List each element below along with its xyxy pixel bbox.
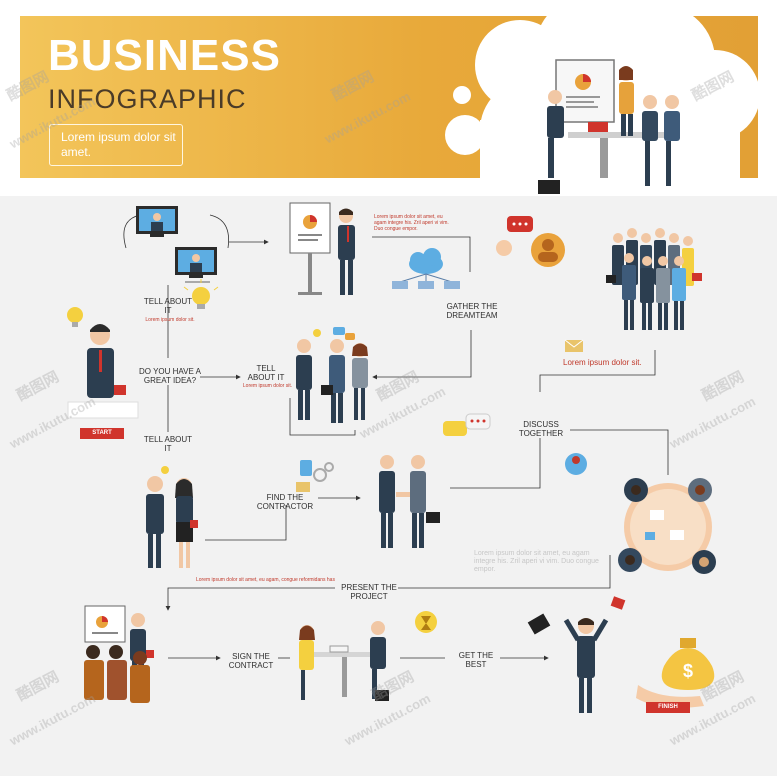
tell-about-it-top-note: Lorem ipsum dolor sit.	[145, 317, 195, 323]
presentation-board	[555, 59, 615, 123]
page-title: BUSINESS	[48, 31, 281, 80]
present-project-label: PRESENT THE PROJECT	[341, 583, 397, 601]
presenter-flipchart-figure	[289, 202, 355, 295]
monitor-icon-bottom	[175, 247, 217, 278]
envelope-icon	[564, 339, 584, 352]
chat-avatars-icon	[496, 216, 565, 267]
get-the-best-label: GET THE BEST	[458, 651, 494, 669]
audience-presentation-figure	[84, 605, 154, 703]
cloud-network-icon	[392, 248, 460, 289]
finish-badge: FINISH	[646, 702, 690, 713]
discuss-chat-icons	[443, 413, 587, 475]
presenter-note: Lorem ipsum dolor sit amet, eu agam inte…	[374, 214, 449, 232]
tell-about-it-bottom-label: TELL ABOUT IT	[143, 435, 193, 453]
tell-about-it-mid-note: Lorem ipsum dolor sit.	[242, 383, 293, 389]
tell-about-it-mid-label: TELL ABOUT IT	[247, 364, 285, 382]
find-contractor-label: FIND THE CONTRACTOR	[256, 493, 314, 511]
dreamteam-lorem: Lorem ipsum dolor sit.	[563, 358, 642, 367]
page-subtitle: INFOGRAPHIC	[48, 84, 247, 114]
monitor-icon-top	[136, 206, 178, 237]
discuss-grey-note: Lorem ipsum dolor sit amet, eu agam inte…	[474, 550, 599, 573]
sign-contract-figure	[299, 611, 437, 701]
header-lorem-text: Lorem ipsum dolor sit amet.	[61, 130, 176, 159]
great-idea-label: DO YOU HAVE A GREAT IDEA?	[139, 367, 201, 385]
sign-contract-label: SIGN THE CONTRACT	[228, 652, 274, 670]
man-woman-pair-figure	[146, 466, 198, 568]
tell-about-it-top-label: TELL ABOUT IT	[143, 297, 193, 315]
flow-connectors	[123, 214, 669, 661]
dreamteam-group-figure	[606, 228, 702, 330]
lightbulb-icon-top	[183, 279, 219, 309]
start-badge: START	[80, 428, 124, 439]
contractor-icons	[296, 460, 334, 492]
start-man-figure	[67, 307, 139, 419]
presenter-woman	[619, 66, 634, 136]
present-note: Lorem ipsum dolor sit amet, eu agam, con…	[196, 577, 335, 583]
header-text-box: Lorem ipsum dolor sit amet.	[49, 124, 183, 166]
round-table-topview	[618, 478, 716, 574]
gather-dreamteam-label: GATHER THE DREAMTEAM	[446, 302, 498, 320]
discuss-together-label: DISCUSS TOGETHER	[518, 420, 564, 438]
svg-text:$: $	[683, 661, 693, 681]
team-three-figure	[296, 327, 368, 423]
meeting-men	[538, 90, 680, 194]
header-meeting-illustration	[445, 0, 760, 194]
handshake-figure	[379, 455, 440, 548]
celebrating-man-figure	[527, 596, 626, 713]
